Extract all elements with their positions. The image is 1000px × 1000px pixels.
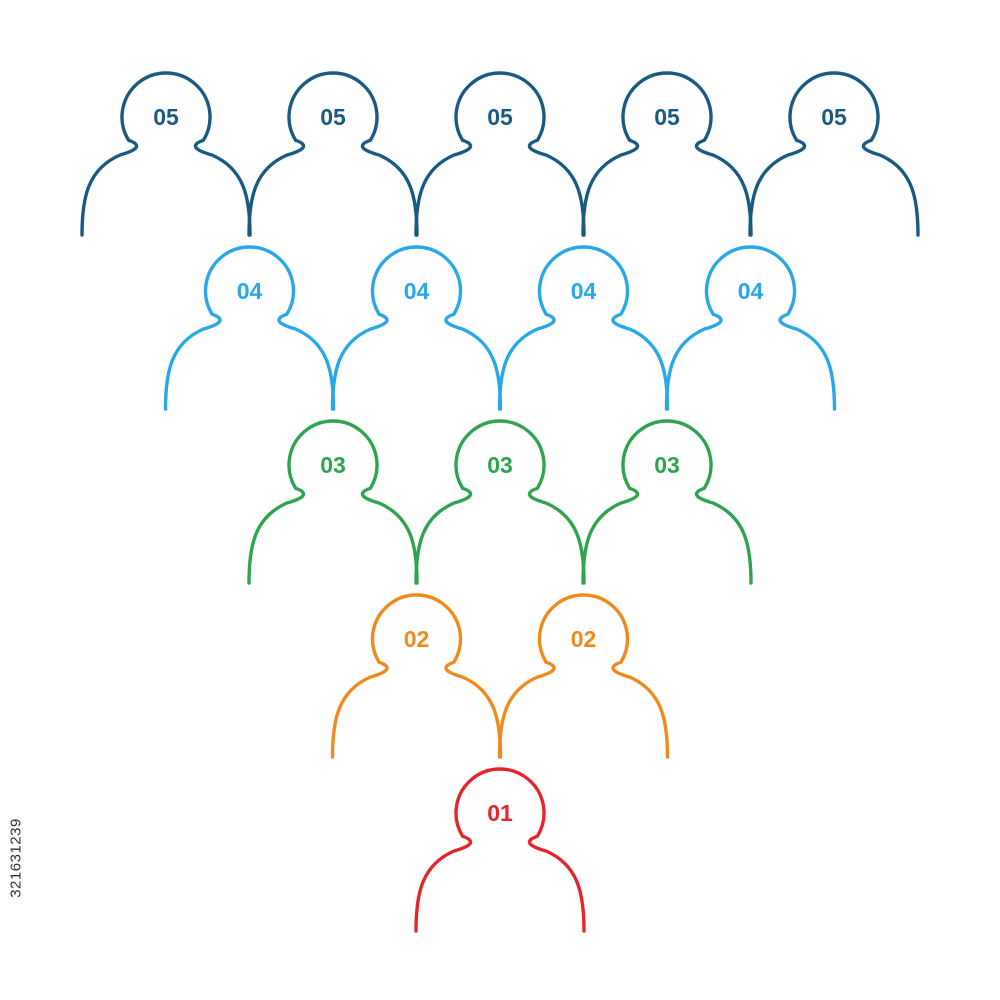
person-number-label: 02 <box>571 626 597 652</box>
person-icon: 05 <box>581 71 753 237</box>
person-icon: 03 <box>247 419 419 585</box>
person-outline <box>497 593 670 759</box>
person-number-label: 04 <box>738 278 764 304</box>
person-icon: 03 <box>414 419 586 585</box>
person-icon: 04 <box>497 245 670 411</box>
person-outline <box>247 419 419 585</box>
person-number-label: 03 <box>487 452 513 478</box>
person-number-label: 01 <box>487 800 513 826</box>
person-outline <box>330 593 503 759</box>
person-icon: 05 <box>748 71 920 237</box>
person-outline <box>163 245 336 411</box>
person-outline <box>247 71 419 237</box>
person-number-label: 04 <box>404 278 430 304</box>
person-number-label: 05 <box>487 104 513 130</box>
person-icon: 02 <box>497 593 670 759</box>
row-05: 05 05 05 05 05 <box>80 71 920 237</box>
person-icon: 01 <box>414 767 586 933</box>
person-icon: 04 <box>163 245 336 411</box>
row-01: 01 <box>414 767 586 933</box>
stock-id-text: 321631239 <box>7 818 25 898</box>
people-layer: 05 05 05 05 05 04 04 04 04 03 03 03 02 02 01 <box>80 71 920 933</box>
person-outline <box>664 245 837 411</box>
person-number-label: 05 <box>153 104 179 130</box>
person-number-label: 04 <box>237 278 263 304</box>
person-outline <box>581 419 753 585</box>
person-number-label: 05 <box>320 104 346 130</box>
row-03: 03 03 03 <box>247 419 753 585</box>
person-outline <box>581 71 753 237</box>
person-number-label: 03 <box>320 452 346 478</box>
person-number-label: 03 <box>654 452 680 478</box>
person-outline <box>330 245 503 411</box>
row-02: 02 02 <box>330 593 670 759</box>
person-icon: 04 <box>330 245 503 411</box>
person-icon: 05 <box>247 71 419 237</box>
person-outline <box>414 767 586 933</box>
person-outline <box>414 71 586 237</box>
person-icon: 04 <box>664 245 837 411</box>
person-icon: 05 <box>80 71 252 237</box>
person-outline <box>414 419 586 585</box>
person-number-label: 05 <box>821 104 847 130</box>
person-icon: 05 <box>414 71 586 237</box>
person-icon: 02 <box>330 593 503 759</box>
person-number-label: 05 <box>654 104 680 130</box>
stock-id-label: 321631239 <box>6 768 26 948</box>
person-icon: 03 <box>581 419 753 585</box>
person-outline <box>80 71 252 237</box>
person-number-label: 04 <box>571 278 597 304</box>
person-number-label: 02 <box>404 626 430 652</box>
row-04: 04 04 04 04 <box>163 245 837 411</box>
person-outline <box>497 245 670 411</box>
person-outline <box>748 71 920 237</box>
